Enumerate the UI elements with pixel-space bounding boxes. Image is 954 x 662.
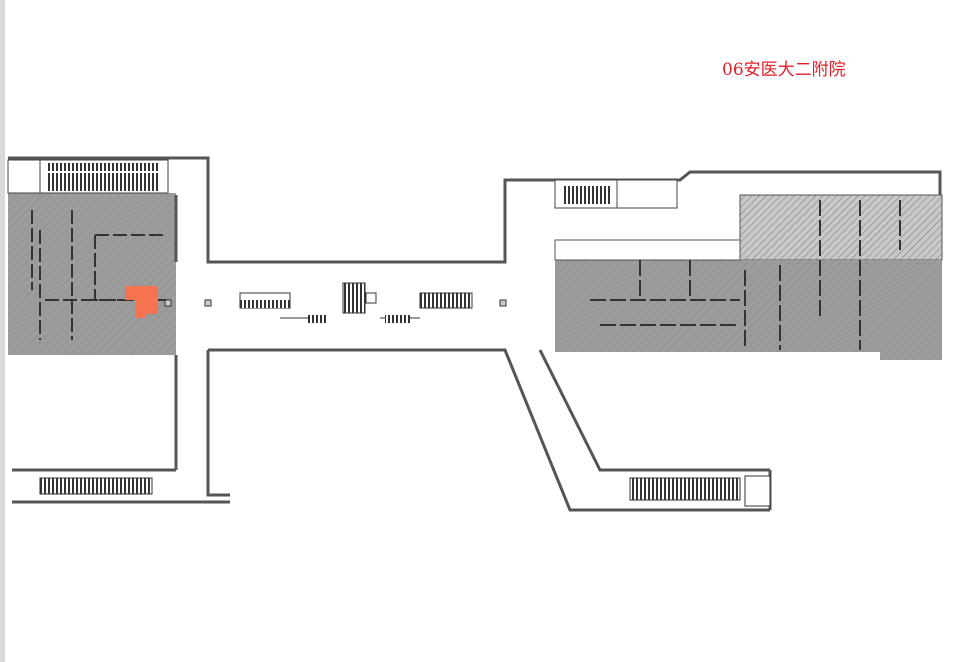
left-block	[7, 159, 176, 355]
walls	[8, 156, 942, 512]
right-block	[554, 179, 943, 360]
page-edge	[0, 0, 5, 662]
corridor-fixtures	[164, 282, 507, 323]
bottom-escalators	[39, 475, 771, 507]
map-title: 06安医大二附院	[722, 60, 846, 80]
highlighted-room	[125, 286, 158, 318]
